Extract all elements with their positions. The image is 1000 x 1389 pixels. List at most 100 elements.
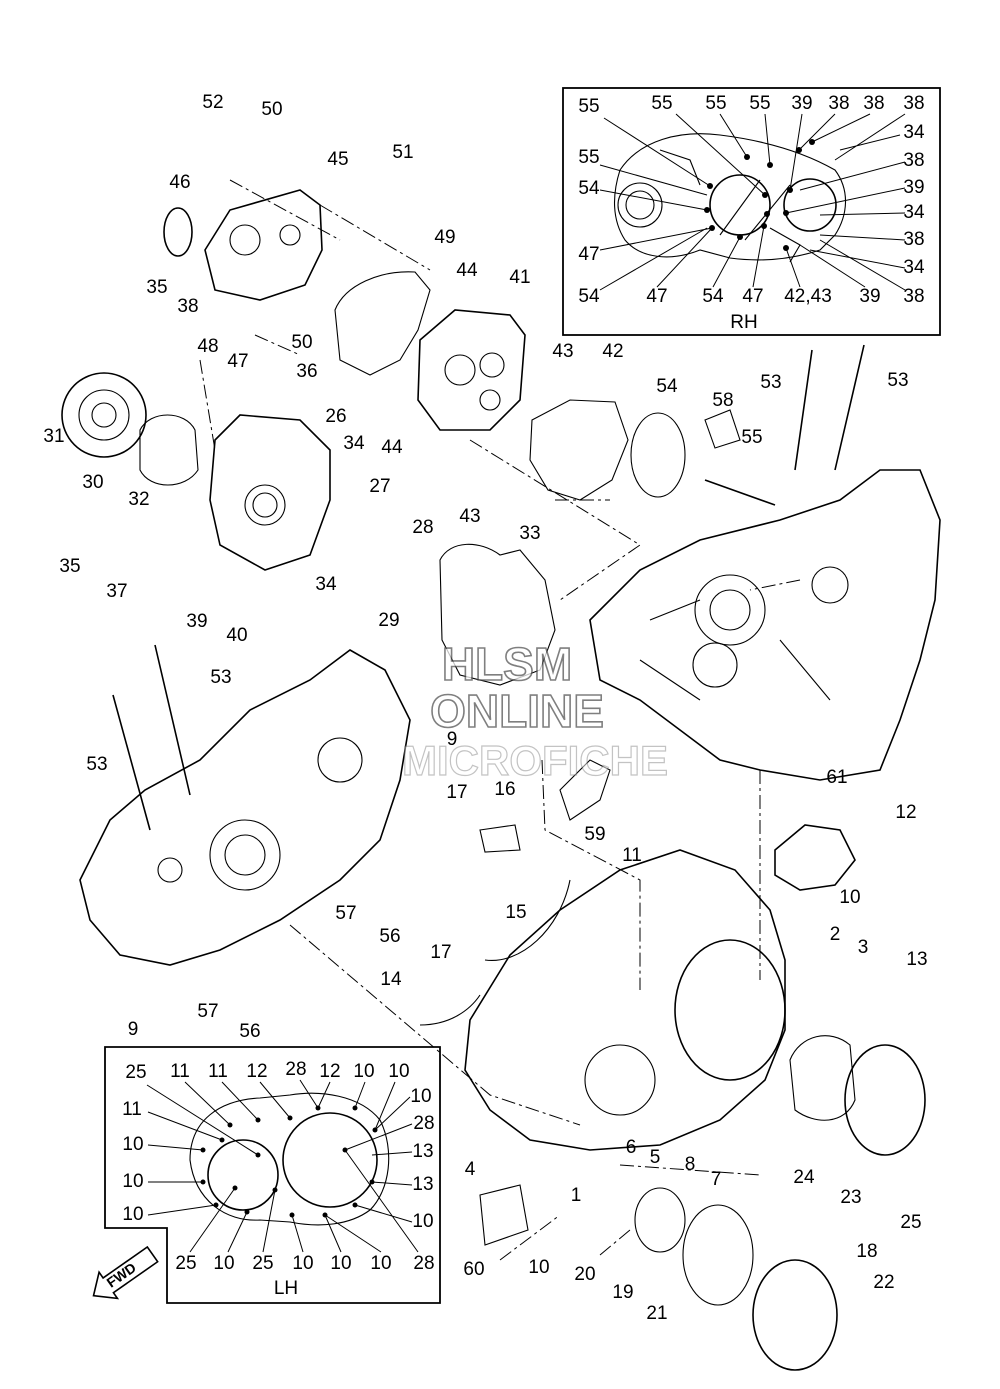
callout-part-number[interactable]: 60 — [463, 1259, 484, 1280]
callout-part-number[interactable]: 50 — [291, 332, 312, 353]
callout-part-number[interactable]: 56 — [239, 1021, 260, 1042]
rh-callout-part-number[interactable]: 54 — [578, 178, 600, 199]
lh-callout-part-number[interactable]: 10 — [388, 1061, 409, 1082]
lh-callout-part-number[interactable]: 10 — [122, 1171, 143, 1192]
rh-callout-part-number[interactable]: 47 — [578, 244, 599, 265]
callout-part-number[interactable]: 9 — [128, 1019, 139, 1040]
rh-callout-part-number[interactable]: 42,43 — [784, 286, 832, 307]
rh-callout-part-number[interactable]: 54 — [578, 286, 600, 307]
lh-callout-part-number[interactable]: 10 — [122, 1204, 143, 1225]
rh-callout-part-number[interactable]: 39 — [903, 177, 924, 198]
callout-part-number[interactable]: 35 — [59, 556, 80, 577]
callout-part-number[interactable]: 26 — [325, 406, 346, 427]
callout-part-number[interactable]: 31 — [43, 426, 64, 447]
callout-part-number[interactable]: 8 — [685, 1154, 696, 1175]
callout-part-number[interactable]: 50 — [261, 99, 282, 120]
callout-part-number[interactable]: 48 — [197, 336, 218, 357]
callout-part-number[interactable]: 56 — [379, 926, 400, 947]
callout-part-number[interactable]: 49 — [434, 227, 455, 248]
rh-callout-part-number[interactable]: 55 — [749, 93, 770, 114]
rh-callout-part-number[interactable]: 47 — [646, 286, 667, 307]
callout-part-number[interactable]: 22 — [873, 1272, 894, 1293]
callout-part-number[interactable]: 35 — [146, 277, 167, 298]
callout-part-number[interactable]: 10 — [528, 1257, 549, 1278]
callout-part-number[interactable]: 53 — [760, 372, 781, 393]
callout-part-number[interactable]: 18 — [856, 1241, 877, 1262]
lh-callout-part-number[interactable]: 10 — [122, 1134, 143, 1155]
callout-part-number[interactable]: 42 — [602, 341, 623, 362]
callout-part-number[interactable]: 52 — [202, 92, 223, 113]
rh-callout-part-number[interactable]: 39 — [791, 93, 812, 114]
callout-part-number[interactable]: 45 — [327, 149, 348, 170]
rh-callout-part-number[interactable]: 38 — [903, 286, 924, 307]
callout-part-number[interactable]: 17 — [430, 942, 451, 963]
callout-part-number[interactable]: 3 — [858, 937, 869, 958]
lh-callout-part-number[interactable]: 25 — [252, 1253, 273, 1274]
lh-callout-part-number[interactable]: 28 — [413, 1113, 434, 1134]
rh-callout-part-number[interactable]: 55 — [578, 147, 599, 168]
rh-callout-part-number[interactable]: 38 — [903, 93, 924, 114]
callout-part-number[interactable]: 55 — [741, 427, 762, 448]
lh-callout-part-number[interactable]: 11 — [122, 1099, 142, 1120]
lh-callout-part-number[interactable]: 11 — [208, 1061, 228, 1082]
callout-part-number[interactable]: 46 — [169, 172, 190, 193]
lh-callout-part-number[interactable]: 28 — [413, 1253, 434, 1274]
callout-part-number[interactable]: 10 — [839, 887, 860, 908]
rh-callout-part-number[interactable]: 34 — [903, 122, 925, 143]
callout-part-number[interactable]: 36 — [296, 361, 317, 382]
callout-part-number[interactable]: 7 — [711, 1169, 722, 1190]
callout-part-number[interactable]: 57 — [335, 903, 356, 924]
rh-callout-part-number[interactable]: 34 — [903, 257, 925, 278]
callout-part-number[interactable]: 47 — [227, 351, 248, 372]
rh-callout-part-number[interactable]: 54 — [702, 286, 724, 307]
callout-part-number[interactable]: 11 — [622, 845, 642, 866]
callout-part-number[interactable]: 2 — [830, 924, 841, 945]
rh-callout-part-number[interactable]: 34 — [903, 202, 925, 223]
callout-part-number[interactable]: 43 — [459, 506, 480, 527]
lh-callout-part-number[interactable]: 10 — [353, 1061, 374, 1082]
callout-part-number[interactable]: 15 — [505, 902, 526, 923]
rh-callout-part-number[interactable]: 47 — [742, 286, 763, 307]
callout-part-number[interactable]: 39 — [186, 611, 207, 632]
callout-part-number[interactable]: 57 — [197, 1001, 218, 1022]
callout-part-number[interactable]: 32 — [128, 489, 149, 510]
callout-part-number[interactable]: 17 — [446, 782, 467, 803]
rh-callout-part-number[interactable]: 38 — [828, 93, 849, 114]
callout-part-number[interactable]: 14 — [380, 969, 402, 990]
lh-callout-part-number[interactable]: 13 — [412, 1141, 433, 1162]
lh-callout-part-number[interactable]: 25 — [175, 1253, 196, 1274]
callout-part-number[interactable]: 1 — [571, 1185, 582, 1206]
lh-callout-part-number[interactable]: 13 — [412, 1174, 433, 1195]
callout-part-number[interactable]: 20 — [574, 1264, 595, 1285]
callout-part-number[interactable]: 44 — [456, 260, 478, 281]
callout-part-number[interactable]: 9 — [447, 729, 458, 750]
callout-part-number[interactable]: 34 — [343, 433, 365, 454]
callout-part-number[interactable]: 21 — [646, 1303, 667, 1324]
callout-part-number[interactable]: 5 — [650, 1147, 661, 1168]
callout-part-number[interactable]: 33 — [519, 523, 540, 544]
callout-part-number[interactable]: 51 — [392, 142, 413, 163]
callout-part-number[interactable]: 12 — [895, 802, 916, 823]
callout-part-number[interactable]: 34 — [315, 574, 337, 595]
callout-part-number[interactable]: 16 — [494, 779, 515, 800]
rh-callout-part-number[interactable]: 55 — [578, 96, 599, 117]
callout-part-number[interactable]: 28 — [412, 517, 433, 538]
callout-part-number[interactable]: 23 — [840, 1187, 861, 1208]
lh-callout-part-number[interactable]: 12 — [319, 1061, 340, 1082]
callout-part-number[interactable]: 41 — [509, 267, 530, 288]
rh-callout-part-number[interactable]: 39 — [859, 286, 880, 307]
callout-part-number[interactable]: 37 — [106, 581, 127, 602]
callout-part-number[interactable]: 30 — [82, 472, 103, 493]
rh-callout-part-number[interactable]: 38 — [863, 93, 884, 114]
lh-callout-part-number[interactable]: 10 — [292, 1253, 313, 1274]
callout-part-number[interactable]: 6 — [626, 1137, 637, 1158]
rh-callout-part-number[interactable]: 38 — [903, 229, 924, 250]
lh-callout-part-number[interactable]: 10 — [330, 1253, 351, 1274]
callout-part-number[interactable]: 4 — [465, 1159, 476, 1180]
callout-part-number[interactable]: 53 — [86, 754, 107, 775]
lh-callout-part-number[interactable]: 10 — [410, 1086, 431, 1107]
rh-callout-part-number[interactable]: 38 — [903, 150, 924, 171]
callout-part-number[interactable]: 44 — [381, 437, 403, 458]
callout-part-number[interactable]: 24 — [793, 1167, 815, 1188]
lh-callout-part-number[interactable]: 11 — [170, 1061, 190, 1082]
